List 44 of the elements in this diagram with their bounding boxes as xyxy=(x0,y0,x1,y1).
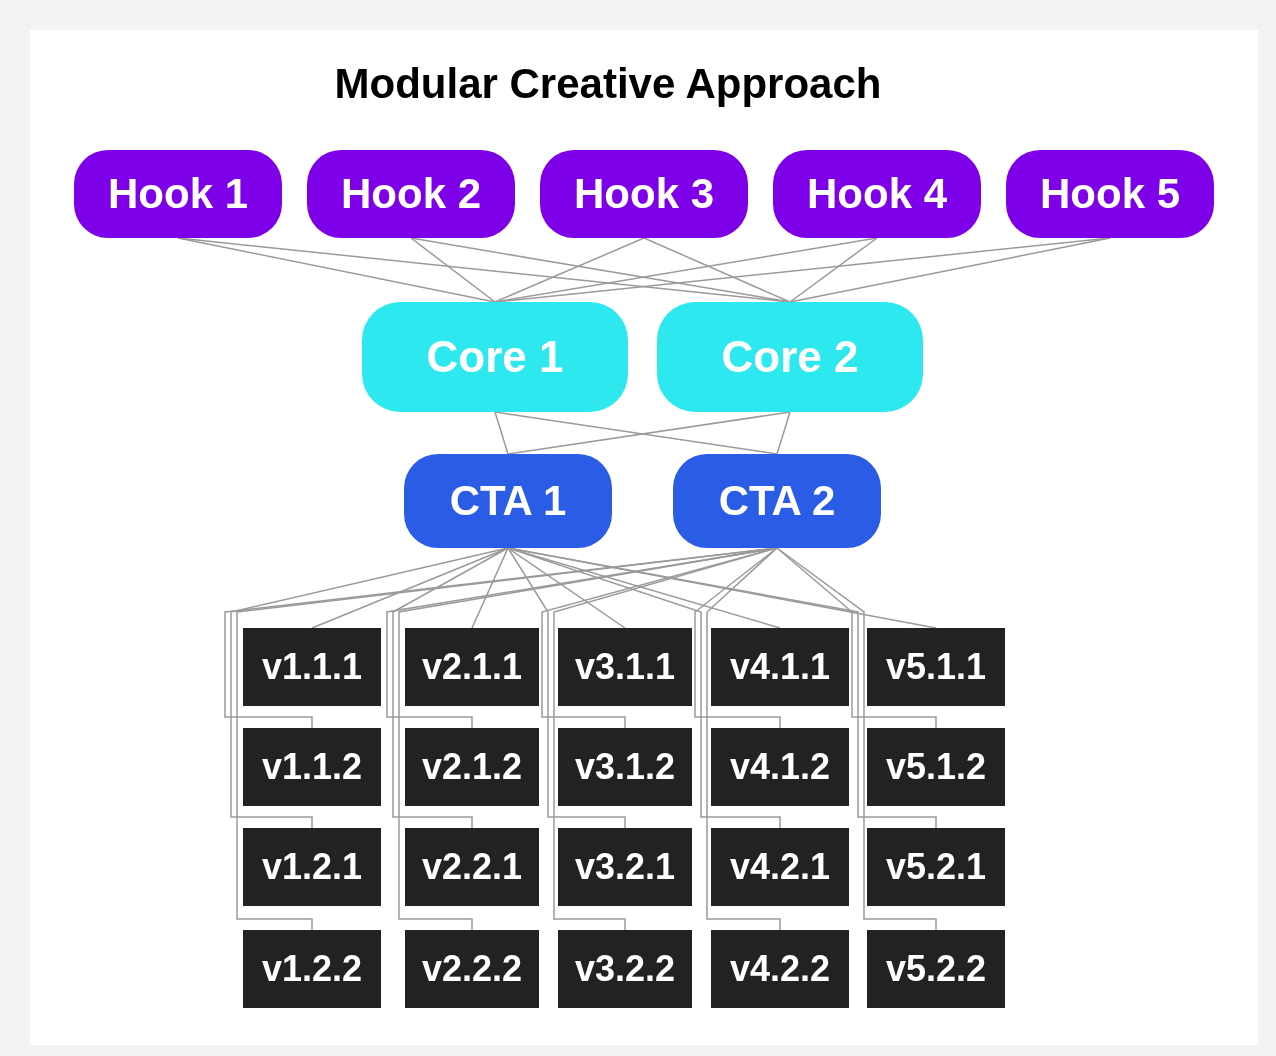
hook-pill: Hook 3 xyxy=(540,150,748,238)
version-box: v5.1.1 xyxy=(867,628,1005,706)
core-pill: Core 2 xyxy=(657,302,923,412)
connector-line xyxy=(471,547,509,629)
version-box: v3.2.1 xyxy=(558,828,692,906)
version-box: v5.1.2 xyxy=(867,728,1005,806)
version-box: v1.1.2 xyxy=(243,728,381,806)
version-box: v1.2.2 xyxy=(243,930,381,1008)
version-box: v1.1.1 xyxy=(243,628,381,706)
version-box: v4.2.2 xyxy=(711,930,849,1008)
connector-line xyxy=(230,547,509,829)
connector-line xyxy=(507,547,626,829)
cta-pill: CTA 2 xyxy=(673,454,881,548)
hook-pill: Hook 5 xyxy=(1006,150,1214,238)
connector-line xyxy=(776,547,937,931)
version-box: v1.2.1 xyxy=(243,828,381,906)
connector-line xyxy=(706,547,781,931)
connector-line xyxy=(789,237,1111,303)
connector-line xyxy=(410,237,496,303)
cta-pill: CTA 1 xyxy=(404,454,612,548)
version-box: v5.2.1 xyxy=(867,828,1005,906)
connector-line xyxy=(392,547,509,829)
hook-pill: Hook 1 xyxy=(74,150,282,238)
version-box: v3.2.2 xyxy=(558,930,692,1008)
connector-line xyxy=(494,411,509,455)
version-box: v4.2.1 xyxy=(711,828,849,906)
version-box: v3.1.1 xyxy=(558,628,692,706)
version-box: v4.1.1 xyxy=(711,628,849,706)
version-box: v2.1.1 xyxy=(405,628,539,706)
connector-line xyxy=(494,237,645,303)
version-box: v3.1.2 xyxy=(558,728,692,806)
connector-line xyxy=(643,237,791,303)
connector-line xyxy=(507,547,626,629)
version-box: v4.1.2 xyxy=(711,728,849,806)
version-box: v2.1.2 xyxy=(405,728,539,806)
hook-pill: Hook 2 xyxy=(307,150,515,238)
diagram-title: Modular Creative Approach xyxy=(334,60,882,108)
version-box: v5.2.2 xyxy=(867,930,1005,1008)
core-pill: Core 1 xyxy=(362,302,628,412)
version-box: v2.2.1 xyxy=(405,828,539,906)
version-box: v2.2.2 xyxy=(405,930,539,1008)
connector-line xyxy=(789,237,878,303)
hook-pill: Hook 4 xyxy=(773,150,981,238)
connector-line xyxy=(776,411,791,455)
